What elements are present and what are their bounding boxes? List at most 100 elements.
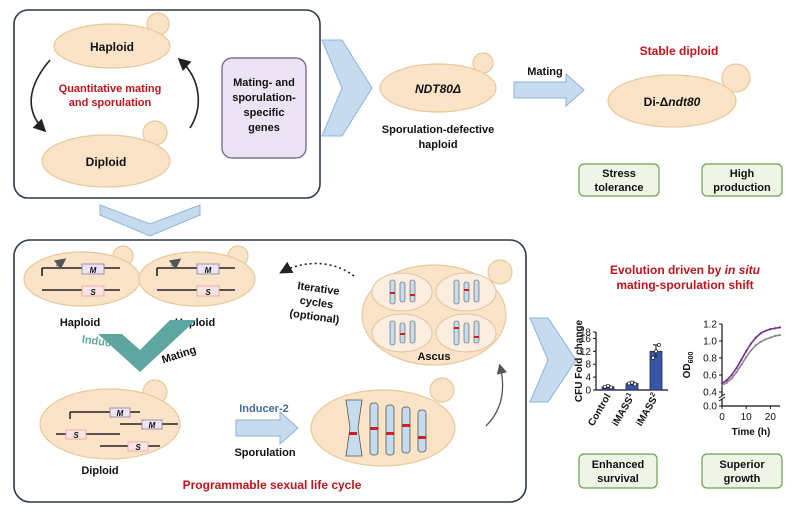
line-y-tick-label: 1.2	[703, 320, 717, 331]
series-point	[754, 344, 757, 347]
top-diploid-label: Diploid	[86, 155, 127, 169]
gene-s-right: S	[205, 288, 211, 297]
series-point	[735, 367, 738, 370]
stable-cell-label: Di-Δndt80	[644, 95, 701, 109]
stress-box-line2: tolerance	[595, 182, 644, 194]
line-y-tick-label: 0.4	[703, 388, 717, 399]
genes-box	[221, 57, 307, 159]
data-point	[609, 385, 613, 390]
bottom-diploid-cell: M M S S	[39, 379, 181, 460]
bottom-haploid-right-cell: M S	[138, 245, 256, 307]
data-point	[651, 355, 655, 360]
diploid-gene-s2: S	[135, 443, 141, 452]
bottom-panel-frame	[13, 239, 527, 503]
series-point	[764, 329, 767, 332]
stable-cell-prefix: Di-Δ	[644, 95, 669, 109]
data-point	[657, 342, 661, 347]
bar-category-label: iMASS2	[633, 391, 661, 428]
cycle-label-line2: and sporulation	[69, 97, 152, 109]
growth-box-line1: Superior	[719, 459, 765, 471]
axis-break-mark	[718, 393, 726, 399]
bar-y-tick-label: 12	[580, 347, 592, 358]
bottom-haploid-left-cell: M S	[23, 245, 141, 307]
gene-m-right: M	[205, 266, 212, 275]
bar-category-superscript: 1	[625, 391, 633, 398]
data-point	[630, 380, 634, 385]
mating-arrow	[513, 72, 585, 108]
series-point	[745, 356, 748, 359]
ndt80-cell: NDT80Δ	[379, 52, 497, 113]
ndt80-label: NDT80Δ	[415, 82, 461, 96]
genes-line2: sporulation-	[232, 92, 296, 104]
stable-cell-suffix: ndt80	[668, 95, 700, 109]
iterative-cycle-arrow	[279, 261, 355, 277]
series-point	[735, 371, 738, 374]
chevron-down	[99, 204, 201, 237]
line-y-tick-label: 0.6	[703, 371, 717, 382]
series-point	[774, 327, 777, 330]
bar-category-superscript: 2	[649, 391, 657, 398]
series-point	[730, 377, 733, 380]
series-point	[725, 379, 728, 382]
evolution-title-line2: mating-sporulation shift	[616, 278, 753, 292]
bar-category-name: iMASS	[634, 395, 660, 428]
sporulation-curve-arrow	[485, 363, 507, 427]
bar-y-tick-label: 4	[585, 373, 591, 384]
evolution-title-part1: Evolution driven by	[610, 263, 725, 277]
gene-s-left: S	[90, 288, 96, 297]
line-y-axis-label-main: OD	[682, 363, 693, 378]
enhanced-survival-box	[578, 453, 658, 489]
series-point	[749, 342, 753, 345]
iterative-line1: Iterative	[297, 280, 340, 298]
cycle-arrow-right	[177, 57, 200, 129]
bar-y-tick-label: 16	[580, 334, 592, 345]
mating-arrow-label: Mating	[527, 66, 562, 78]
growth-box-line2: growth	[724, 473, 761, 485]
line-x-axis-label: Time (h)	[732, 427, 771, 438]
bar-category-name: iMASS	[610, 395, 636, 428]
production-box-line1: High	[730, 168, 755, 180]
series-point	[740, 358, 743, 361]
chevron-right-top	[321, 39, 373, 137]
data-point	[654, 349, 658, 354]
series-point	[778, 333, 782, 337]
series-point	[754, 336, 757, 339]
chevron-right-bottom	[529, 317, 577, 403]
stable-diploid-cell: Di-Δndt80	[607, 63, 751, 128]
series-point	[720, 384, 724, 387]
chromosome-cell	[310, 377, 456, 467]
evolution-title-italic: in situ	[725, 263, 761, 277]
survival-box-line1: Enhanced	[592, 459, 645, 471]
top-haploid-cell: Haploid	[53, 12, 171, 69]
survival-box-line2: survival	[597, 473, 639, 485]
mating-merge-arrow	[98, 320, 196, 372]
bottom-haploid-left-label: Haploid	[60, 317, 100, 329]
programmable-cycle-title: Programmable sexual life cycle	[183, 478, 362, 492]
data-point	[633, 382, 637, 387]
genes-line4: genes	[248, 122, 280, 134]
line-y-axis-label: OD600	[682, 352, 695, 379]
series-point	[740, 363, 743, 366]
superior-growth-box	[701, 453, 783, 489]
sporulation-label: Sporulation	[234, 447, 295, 459]
series-point	[745, 350, 748, 353]
line-y-tick-label: 1.0	[703, 337, 717, 348]
cycle-arrow-left	[30, 59, 51, 133]
line-y-tick-label: 0.0	[703, 402, 717, 413]
line-y-tick-label: 0.8	[703, 354, 717, 365]
evolution-title-line1: Evolution driven by in situ	[610, 263, 761, 277]
ascus-label: Ascus	[417, 351, 450, 363]
production-box-line2: production	[713, 182, 771, 194]
series-point	[778, 326, 782, 329]
inducer2-label: Inducer-2	[239, 403, 289, 415]
diploid-gene-s1: S	[73, 431, 79, 440]
series-point	[749, 349, 753, 352]
line-y-axis-label-sub: 600	[688, 352, 695, 364]
cycle-label-line1: Quantitative mating	[59, 83, 162, 95]
stress-box-line1: Stress	[602, 168, 636, 180]
bar-y-tick-label: 18	[580, 328, 592, 339]
series-point	[725, 381, 728, 384]
top-diploid-cell: Diploid	[41, 120, 171, 188]
